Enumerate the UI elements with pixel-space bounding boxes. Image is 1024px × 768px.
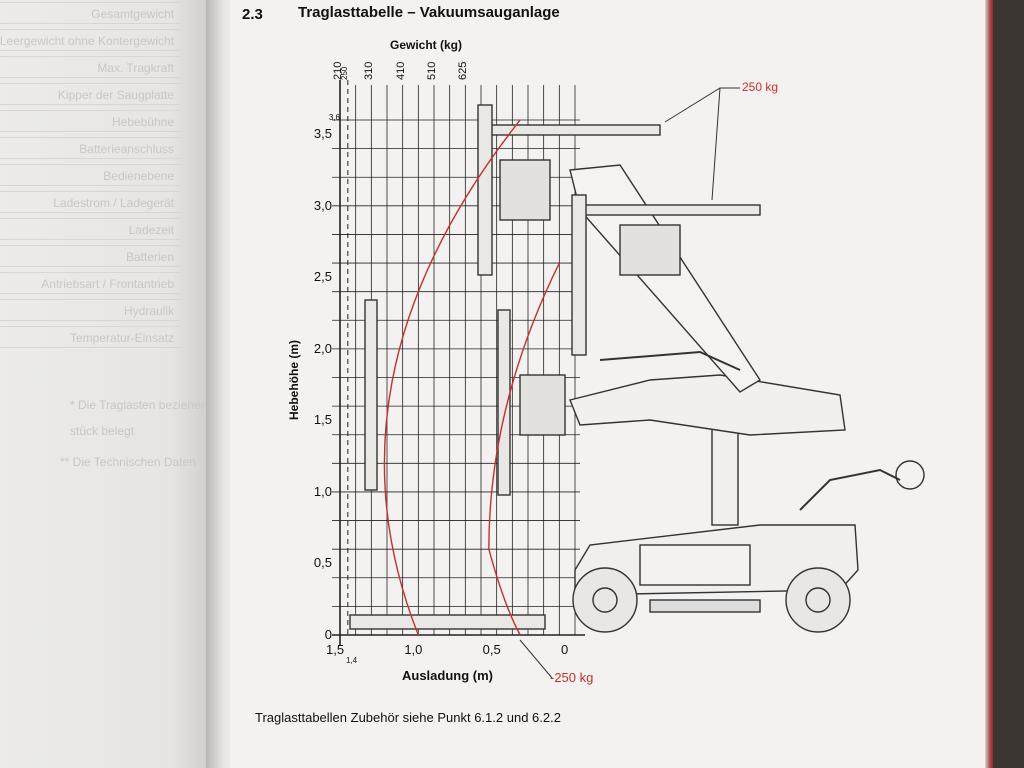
desk-background [993, 0, 1024, 768]
control-knob [895, 460, 925, 490]
ghost-row: Kipper der Saugplatte [0, 83, 180, 105]
weight-tick-label: 625 [457, 61, 470, 80]
machine-tower [711, 419, 739, 526]
machine-battery-box [639, 544, 751, 586]
x-sub-tick: 1,4 [346, 656, 358, 665]
suction-frame-vertical-b [571, 194, 587, 356]
section-number: 2.3 [242, 6, 263, 23]
suction-head-b [519, 374, 566, 436]
weight-tick-label: 410 [394, 61, 407, 80]
x-tick-label: 1,0 [404, 642, 423, 657]
weight-tick-label: 310 [363, 61, 376, 80]
leader-top-1 [664, 87, 740, 123]
ghost-row: Ladezeit [0, 218, 180, 240]
page-edge [985, 0, 993, 768]
annotation-leaders [519, 87, 740, 679]
x-tick-label: 1,5 [326, 642, 345, 657]
leader-top-2 [711, 87, 740, 201]
machine-upper-boom [569, 164, 761, 393]
y-sub-tick: 3,6 [328, 113, 340, 122]
suction-head-a [499, 159, 551, 221]
y-tick-label: 1,5 [313, 412, 332, 428]
y-tick-label: 3,5 [313, 126, 332, 142]
machine-base-plate [649, 599, 761, 613]
front-wheel [572, 567, 638, 633]
y-tick-label: 1,0 [313, 483, 332, 499]
ghost-row: Hebebühne [0, 110, 180, 132]
ghost-row: Gesamtgewicht [0, 2, 180, 24]
annotation-top-load: 250 kg [742, 80, 779, 94]
load-curves [383, 119, 560, 636]
annotation-bottom-load: -250 kg [550, 670, 594, 685]
x-tick-label: 0 [561, 642, 569, 657]
suction-head-c [619, 224, 681, 276]
ghost-row: Hydraulik [0, 299, 180, 321]
section-title: Traglasttabelle – Vakuumsauganlage [298, 4, 560, 21]
machine-cylinder [599, 350, 741, 371]
weight-tick-label: 510 [426, 61, 438, 80]
x-tick-label: 0,5 [482, 642, 501, 657]
ghost-row: Leergewicht ohne Kontergewicht [0, 29, 180, 51]
ghost-row: Ladestrom / Ladegerät [0, 191, 180, 213]
y-tick-label: 0 [324, 627, 332, 642]
y-tick-label: 0,5 [313, 555, 332, 571]
ghost-row: Max. Tragkraft [0, 56, 180, 78]
reach-axis-label: Ausladung (m) [402, 668, 493, 683]
ghost-row: Batterien [0, 245, 180, 267]
weight-axis-label: Gewicht (kg) [390, 38, 463, 52]
caption: Traglasttabellen Zubehör siehe Punkt 6.1… [255, 710, 561, 725]
ghost-row: Batterieanschluss [0, 137, 180, 159]
ghost-note-2: stück belegt [70, 424, 135, 438]
front-wheel-hub [592, 587, 618, 613]
rear-wheel-hub [805, 587, 831, 613]
suction-frame-top [479, 124, 661, 136]
machine-handle [799, 468, 901, 511]
ghost-row: Antriebsart / Frontantrieb [0, 272, 180, 294]
y-tick-label: 2,0 [313, 340, 332, 356]
height-axis-label: Hebehöhe (m) [287, 339, 301, 420]
machine-boom [569, 374, 846, 436]
load-curve-inner [488, 262, 560, 636]
ghost-row: Temperatur-Einsatz [0, 326, 180, 348]
suction-frame-vertical-d [364, 299, 378, 491]
suction-frame-vertical-a [477, 104, 493, 276]
ghost-note-3: ** Die Technischen Daten [60, 455, 196, 469]
leader-bottom [519, 639, 553, 679]
weight-tick-label: 250 [339, 66, 349, 80]
load-curve-outer [383, 119, 521, 636]
chart-grid [332, 80, 585, 645]
y-tick-label: 2,5 [313, 269, 332, 285]
suction-frame-bottom [349, 614, 546, 630]
rear-wheel [785, 567, 851, 633]
suction-frame-vertical-c [497, 309, 511, 496]
suction-frame-mid [574, 204, 761, 216]
machine-drawing [349, 104, 925, 633]
ghost-row: Bedienebene [0, 164, 180, 186]
y-tick-label: 3,0 [313, 197, 332, 213]
